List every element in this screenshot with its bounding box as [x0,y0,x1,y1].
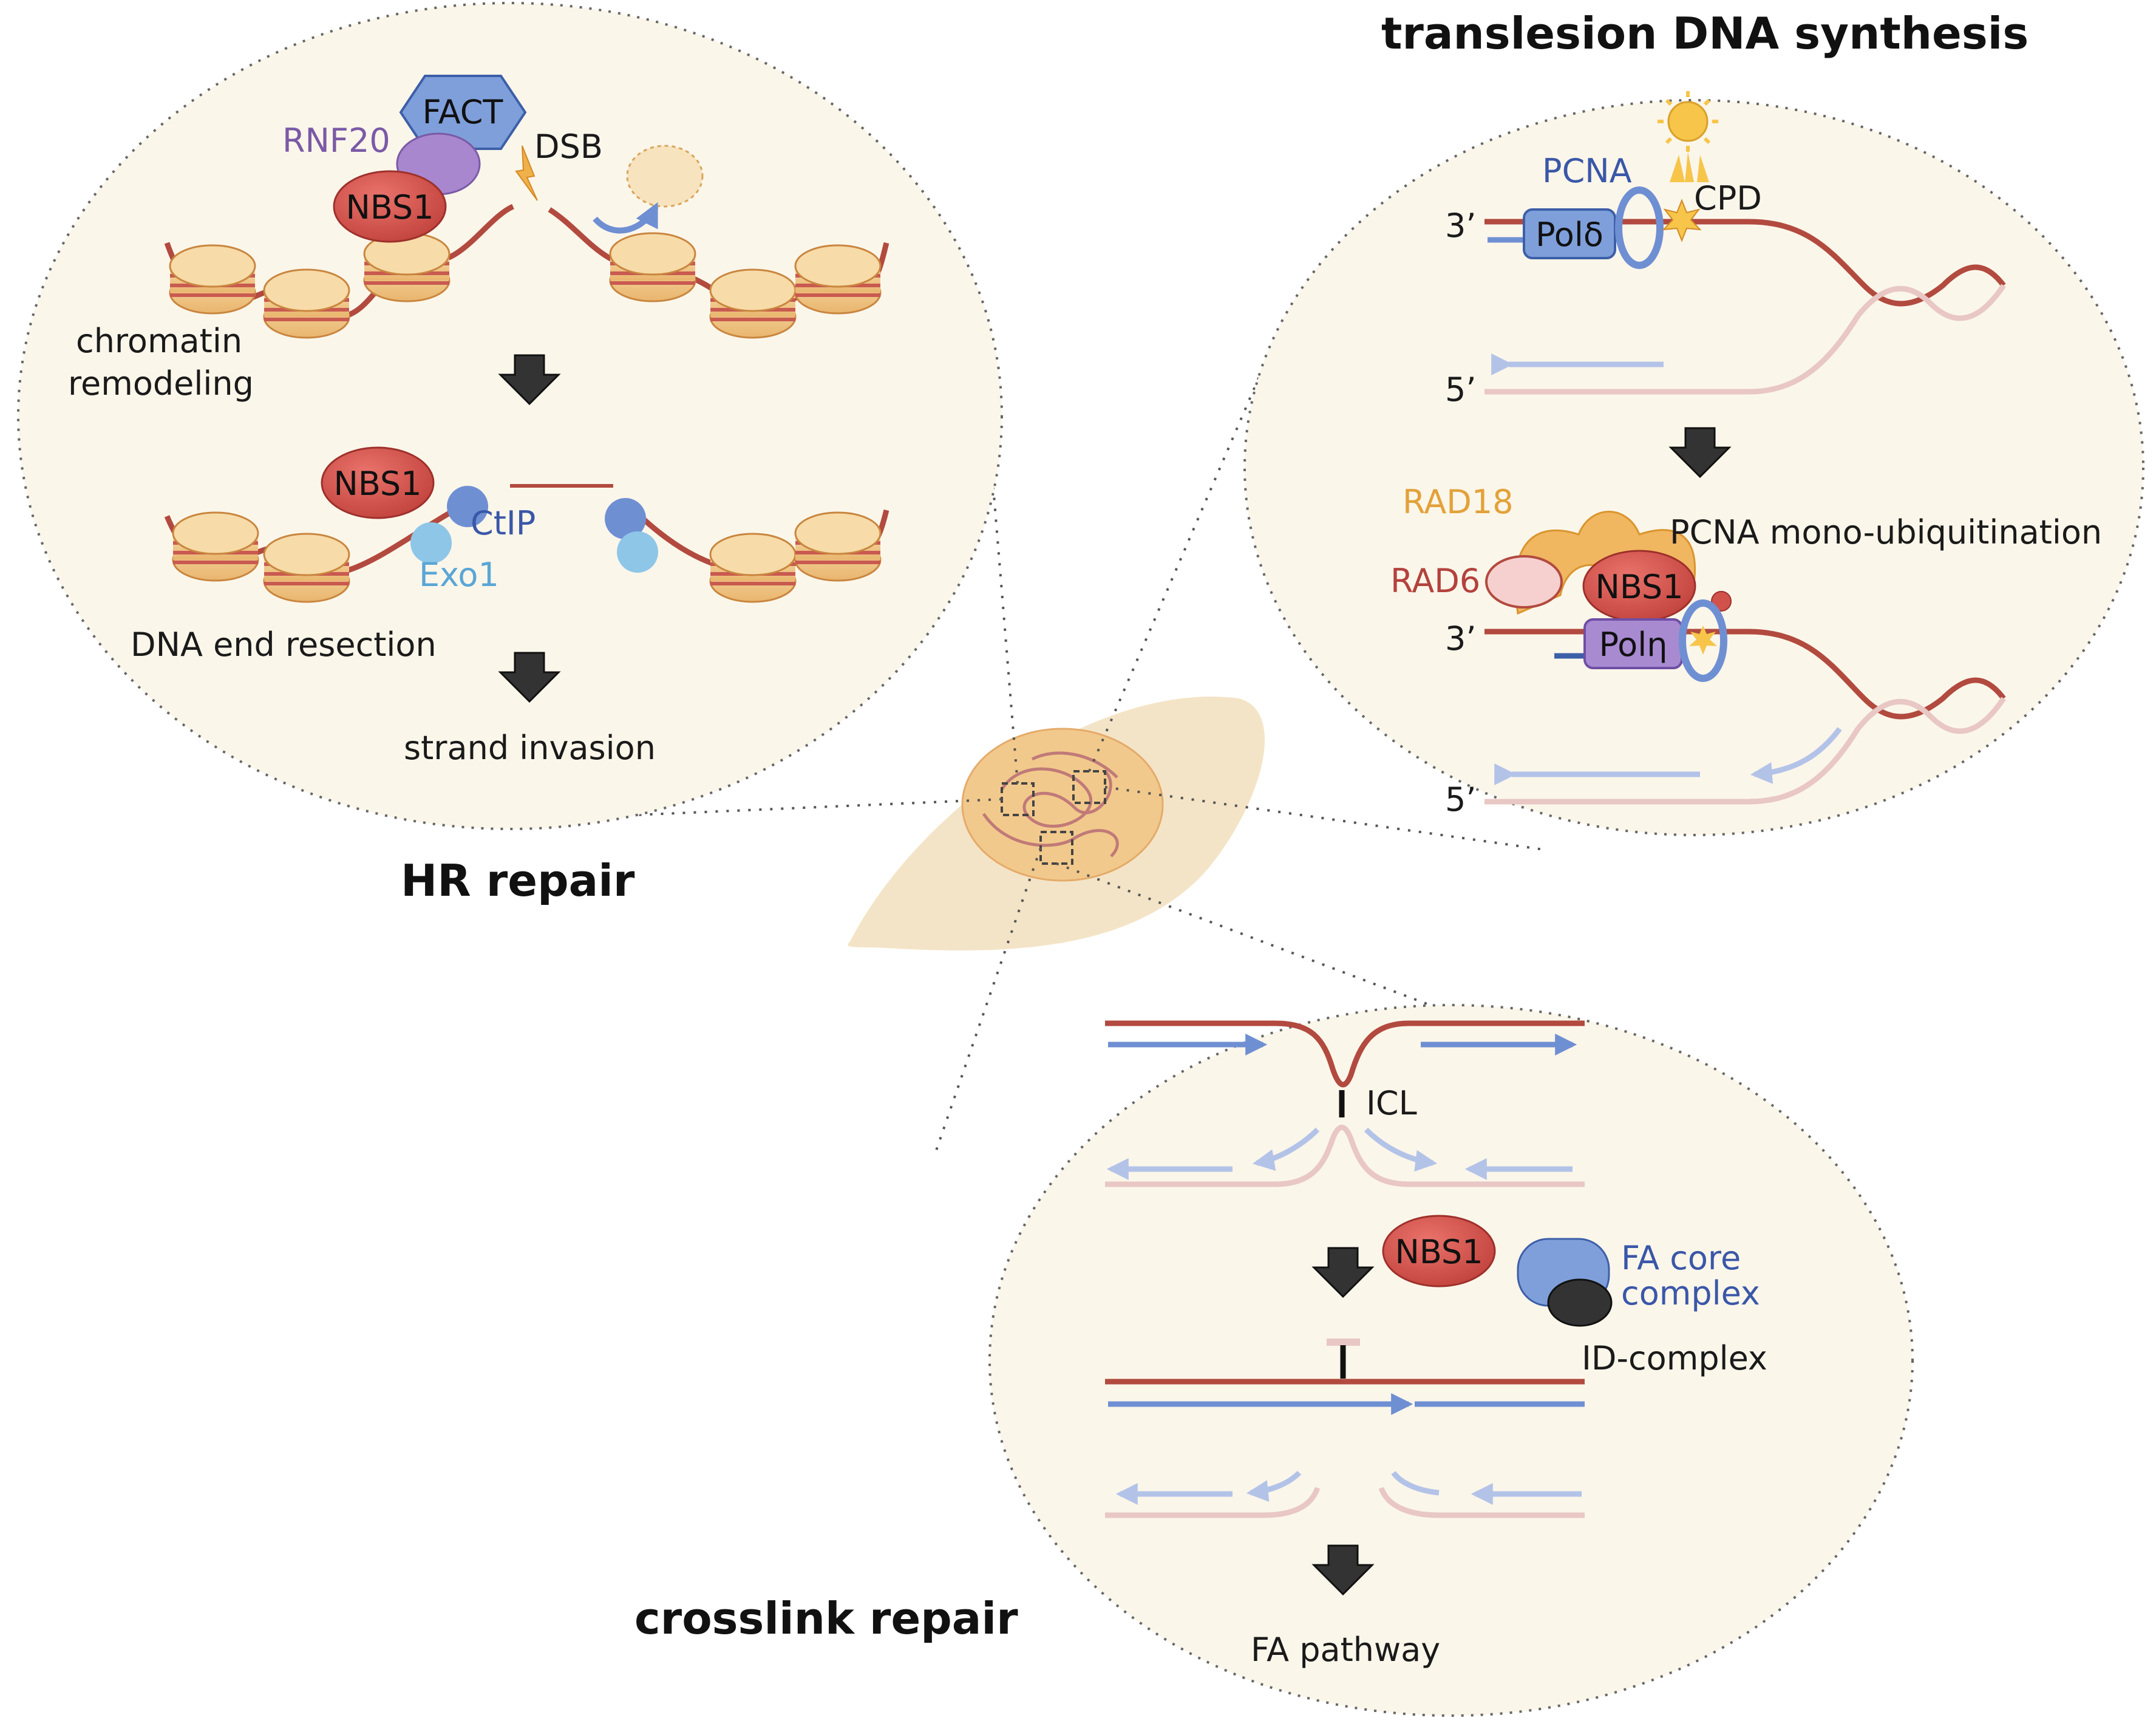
nbs1-label: NBS1 [1395,1233,1483,1271]
nbs1-protein [333,170,447,243]
nbs1-protein [321,446,435,519]
three-prime-label: 3’ [1445,619,1477,658]
nbs1-label: NBS1 [1595,568,1683,606]
ctip-label: CtIP [471,504,536,542]
step-end-resection: DNA end resection [131,626,437,664]
exo1-protein [410,522,452,564]
tls-title: translesion DNA synthesis [1381,8,2028,59]
nucleosome [795,513,880,581]
step-chromatin: chromatin [76,322,242,360]
step-remodeling: remodeling [68,364,254,403]
icl-title: crosslink repair [634,1593,1018,1644]
rnf20-label: RNF20 [282,121,390,160]
fa-core-label: FA core [1621,1239,1741,1277]
nucleosome [264,534,349,602]
pcna-ring [1615,186,1664,269]
hr-panel: FACT RNF20 NBS1 DSB chromatin remodeling… [17,2,1003,830]
pcna-label: PCNA [1542,152,1632,190]
ctip-protein [605,498,647,539]
nbs1-protein [1382,1215,1496,1287]
pol-delta [1523,208,1616,259]
pol-eta-label: Polη [1599,626,1668,664]
rad6-label: RAD6 [1390,562,1480,600]
nucleosome [710,270,795,338]
nucleosome [170,245,255,313]
displaced-nucleosome [626,145,704,208]
icl-panel: ICL NBS1 FA core complex ID-complex FA p… [988,1004,1914,1717]
id-complex [1547,1278,1613,1327]
remodel-arrow [593,202,659,234]
icl-label: ICL [1366,1084,1417,1122]
pcna-ring [1679,599,1727,682]
five-prime-label: 5’ [1445,370,1477,409]
cell [848,697,1265,950]
nucleosome [364,233,449,301]
fact-label: FACT [423,93,504,131]
three-prime-label: 3’ [1445,206,1477,245]
id-complex-label: ID-complex [1582,1339,1767,1377]
nucleosome [173,513,258,581]
exo1-protein [617,531,659,573]
fa-pathway-label: FA pathway [1251,1631,1440,1669]
rad18-label: RAD18 [1403,483,1514,521]
cpd-lesion-icon [1689,626,1717,655]
fact-complex [399,75,527,150]
cpd-lesion-icon [1662,199,1702,242]
hr-title: HR repair [401,855,635,906]
nucleosome [264,270,349,338]
connector-lines [522,339,1567,1154]
fa-core-label-2: complex [1621,1274,1760,1312]
tls-panel: 3’ 5’ Polδ PCNA CPD RAD18 PCNA mono [1243,91,2144,836]
nucleosome [610,233,695,301]
pol-delta-label: Polδ [1535,216,1603,254]
uv-sun-icon [1658,91,1718,182]
nbs1-label: NBS1 [345,188,434,227]
nucleosome [795,245,880,313]
step-strand-invasion: strand invasion [404,729,656,767]
dsb-label: DSB [534,128,603,166]
pcna-mono-label: PCNA mono-ubiquitination [1670,513,2102,551]
nucleosome [710,534,795,602]
nbs1-label: NBS1 [333,465,421,503]
dsb-lightning-icon [515,145,538,201]
ctip-protein [447,486,489,527]
cpd-label: CPD [1694,179,1762,217]
five-prime-label: 5’ [1445,780,1477,819]
rad6-protein [1485,555,1563,609]
exo1-label: Exo1 [419,556,499,594]
